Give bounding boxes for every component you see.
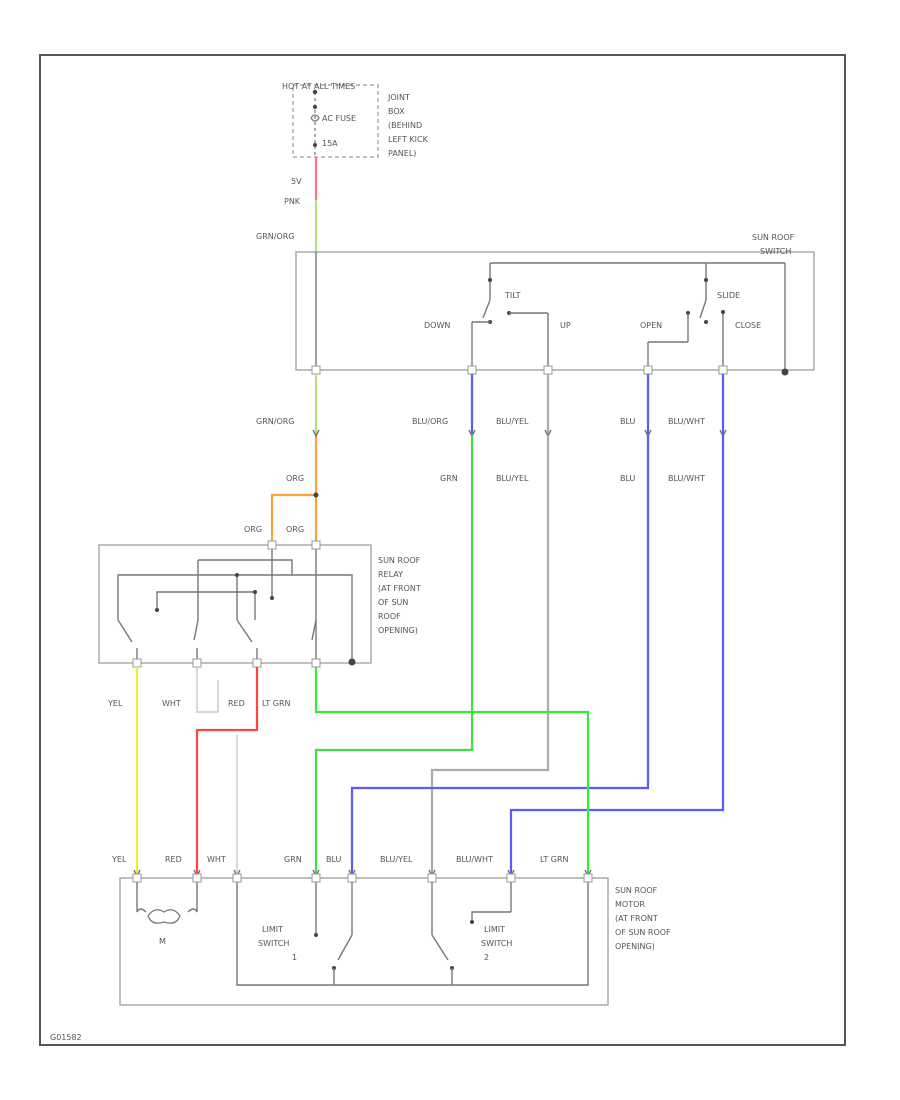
joint-box-line-5: PANEL) [388,149,416,158]
wire-label-pnk: PNK [284,197,301,206]
relay-label-1: SUN ROOF [378,556,421,565]
switch-box [295,251,815,371]
wire-label-blu-2: BLU [620,474,636,483]
wire-label-blu-wht-2: BLU/WHT [668,474,705,483]
wire-label-5v: 5V [291,177,302,186]
wire-label-yel-2: YEL [111,855,127,864]
motor-label-5: OPENING) [615,942,655,951]
joint-box-top-label: HOT AT ALL TIMES [282,82,355,91]
wire-label-red-1: RED [228,699,245,708]
switch-slide-label: SLIDE [717,291,740,300]
wire-label-grn-org-top: GRN/ORG [256,232,295,241]
wire-label-red-2: RED [165,855,182,864]
limit-switch-2-line-2: SWITCH [481,939,512,948]
wire-label-org-1: ORG [286,474,304,483]
wire-label-blu-org: BLU/ORG [412,417,448,426]
wire-label-blu-3: BLU [326,855,342,864]
wire-label-blu-wht-1: BLU/WHT [668,417,705,426]
motor-m-label: M [159,937,166,946]
wire-label-grn-2: GRN [284,855,302,864]
wire-label-blu-yel-3: BLU/YEL [380,855,413,864]
wire-blu [350,435,650,878]
wire-lt-grn [314,667,590,878]
limit-switch-1-line-3: 1 [292,953,297,962]
joint-box-line-4: LEFT KICK [388,135,429,144]
joint-box-fuse [310,89,320,155]
motor-label-1: SUN ROOF [615,886,658,895]
wire-label-wht-1: WHT [162,699,181,708]
relay-terminals [132,540,321,668]
wire-label-lt-grn-2: LT GRN [540,855,569,864]
wire-label-blu-yel-2: BLU/YEL [496,474,529,483]
motor-label-2: MOTOR [615,900,645,909]
wire-label-wht-2: WHT [207,855,226,864]
motor-label-3: (AT FRONT [615,914,658,923]
motor-label-4: OF SUN ROOF [615,928,671,937]
diagram-frame [39,54,846,1046]
footer-code: G01582 [50,1033,82,1042]
switch-label-1: SUN ROOF [752,233,795,242]
connector-pins [312,429,727,438]
joint-box-line-1: JOINT [387,93,410,102]
wire-wht-loop [196,667,219,713]
switch-label-2: SWITCH [760,247,791,256]
fuse-rating: 15A [322,139,338,148]
motor-internals [136,882,589,986]
relay-label-3: (AT FRONT [378,584,421,593]
wire-label-blu-wht-3: BLU/WHT [456,855,493,864]
relay-label-6: OPENING) [378,626,418,635]
joint-box-outline [292,84,379,158]
limit-switch-2-line-1: LIMIT [484,925,505,934]
joint-box-line-2: BOX [388,107,405,116]
switch-open-label: OPEN [640,321,662,330]
relay-label-2: RELAY [378,570,403,579]
wire-label-yel-1: YEL [107,699,123,708]
switch-internals [315,252,789,376]
wire-label-grn-1: GRN [440,474,458,483]
wire-blu-yel [430,435,550,878]
wire-label-blu-1: BLU [620,417,636,426]
relay-internals [117,545,356,666]
relay-box [98,544,372,664]
wire-blu-wht [509,435,725,878]
wire-label-grn-org-mid: GRN/ORG [256,417,295,426]
switch-down-label: DOWN [424,321,450,330]
motor-box [119,877,609,1006]
switch-close-label: CLOSE [735,321,761,330]
fuse-label: AC FUSE [322,114,356,123]
limit-switch-1-line-1: LIMIT [262,925,283,934]
switch-up-label: UP [560,321,571,330]
limit-switch-1-line-2: SWITCH [258,939,289,948]
limit-switch-2-line-3: 2 [484,953,489,962]
switch-tilt-label: TILT [504,291,521,300]
motor-connector-pins [133,869,592,878]
relay-label-5: ROOF [378,612,401,621]
relay-label-4: OF SUN [378,598,408,607]
joint-box-line-3: (BEHIND [388,121,422,130]
wire-label-org-3: ORG [286,525,304,534]
wire-label-lt-grn-1: LT GRN [262,699,291,708]
wire-label-org-2: ORG [244,525,262,534]
wire-grn [314,435,474,878]
wire-red [195,667,259,878]
wire-org-branch [270,493,316,545]
wire-label-blu-yel-1: BLU/YEL [496,417,529,426]
